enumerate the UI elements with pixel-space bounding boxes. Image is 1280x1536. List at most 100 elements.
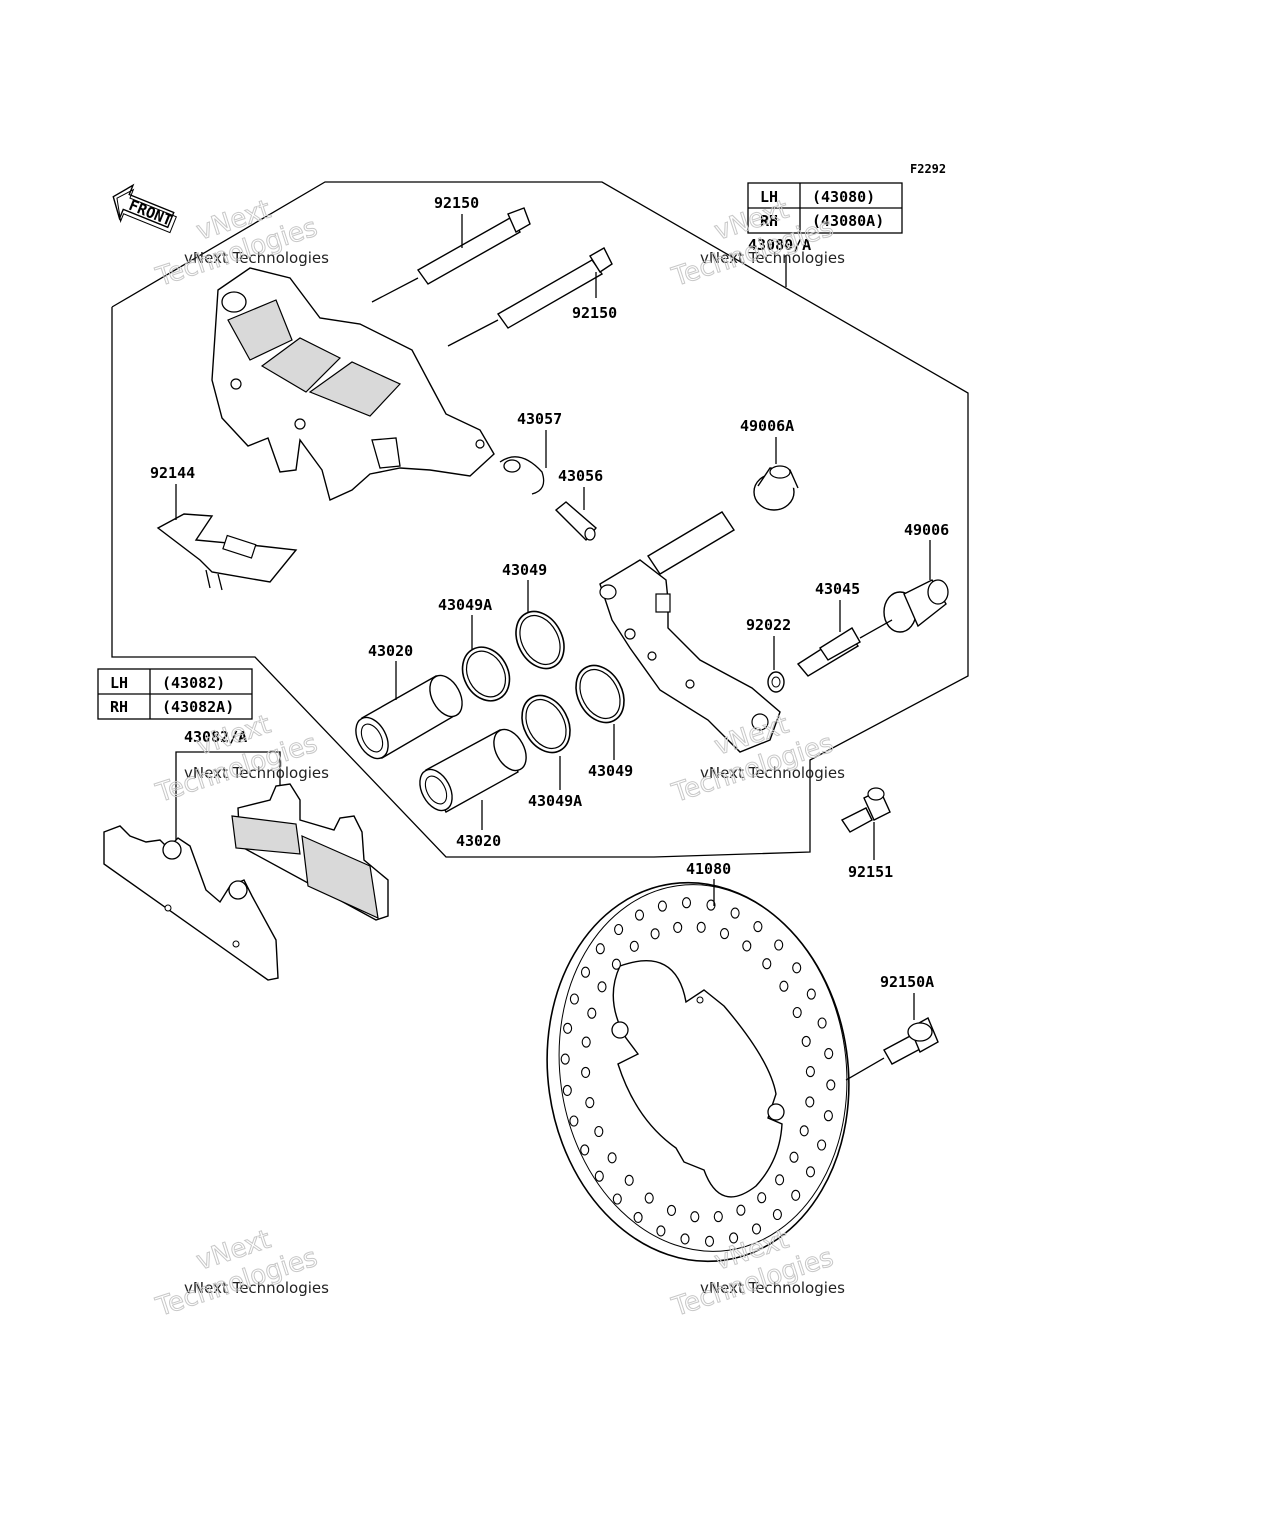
pad-table-part-rh: (43082A) xyxy=(162,698,234,716)
caliper-pin-92150-top xyxy=(371,207,531,303)
disc-hole xyxy=(594,1125,604,1138)
disc-hole xyxy=(569,993,579,1005)
disc-hole xyxy=(624,1174,634,1186)
disc-hole xyxy=(595,943,605,955)
watermark-bottom-left: vNext Technologies vNext Technologies xyxy=(151,1224,329,1323)
disc-hole xyxy=(673,921,683,933)
disc-holes xyxy=(560,897,836,1247)
disc-hole xyxy=(666,1204,677,1216)
label-92150A: 92150A xyxy=(880,973,934,991)
label-43057: 43057 xyxy=(517,410,562,428)
disc-hole xyxy=(581,1066,591,1078)
disc-hole xyxy=(690,1211,700,1223)
disc-hole xyxy=(826,1079,836,1091)
seal-43049A-bot xyxy=(521,694,571,754)
disc-hole xyxy=(791,1189,801,1201)
caliper-table-part-rh: (43080A) xyxy=(812,212,884,230)
pad-table-side-rh: RH xyxy=(110,698,128,716)
boot-49006A xyxy=(753,465,799,511)
boot-49006 xyxy=(883,579,949,633)
label-43020-top: 43020 xyxy=(368,642,413,660)
caliper-table-part-lh: (43080) xyxy=(812,188,875,206)
disc-hole xyxy=(823,1110,833,1122)
disc-hole xyxy=(772,1208,782,1221)
clip-43057 xyxy=(499,456,545,495)
brake-disc-41080 xyxy=(546,881,850,1263)
seal-43049-bot xyxy=(575,664,625,724)
disc-hole xyxy=(792,962,802,974)
disc-hole xyxy=(805,1066,815,1078)
pad-ref: 43082/A xyxy=(184,728,247,746)
caliper-table-side-lh: LH xyxy=(760,188,778,206)
caliper-pin-92150-mid xyxy=(447,247,613,347)
disc-hole xyxy=(681,897,692,909)
front-arrow-icon: FRONT xyxy=(112,183,177,234)
label-92022: 92022 xyxy=(746,616,791,634)
disc-hole xyxy=(594,1170,604,1182)
disc-hole xyxy=(806,988,816,1000)
disc-hole xyxy=(611,958,621,970)
label-43049-bot: 43049 xyxy=(588,762,633,780)
pad-table-part-lh: (43082) xyxy=(162,674,225,692)
washer-92022 xyxy=(767,671,785,693)
disc-hole xyxy=(580,966,591,978)
disc-hole xyxy=(563,1022,573,1034)
label-49006: 49006 xyxy=(904,521,949,539)
disc-hole xyxy=(729,1232,739,1244)
caliper-table-side-rh: RH xyxy=(760,212,778,230)
disc-hole xyxy=(587,1007,597,1019)
disc-bolt-92150A xyxy=(845,1017,939,1081)
disc-hole xyxy=(801,1035,811,1047)
label-92144: 92144 xyxy=(150,464,195,482)
caliper-body xyxy=(211,267,495,501)
disc-hole xyxy=(824,1048,834,1060)
disc-hole xyxy=(560,1053,570,1065)
disc-hole xyxy=(713,1211,723,1223)
disc-hole xyxy=(817,1139,827,1151)
svg-text:vNext Technologies: vNext Technologies xyxy=(184,249,329,267)
label-49006A: 49006A xyxy=(740,417,794,435)
disc-hole xyxy=(644,1192,654,1204)
pad-table-side-lh: LH xyxy=(110,674,128,692)
svg-text:vNext Technologies: vNext Technologies xyxy=(700,1279,845,1297)
figure-code: F2292 xyxy=(910,162,946,176)
disc-hole xyxy=(680,1233,690,1245)
disc-hole xyxy=(607,1152,617,1164)
disc-hole xyxy=(779,980,789,992)
disc-hole xyxy=(580,1144,590,1156)
disc-hole xyxy=(792,1006,802,1019)
piston-43020-top xyxy=(355,674,463,760)
disc-hole xyxy=(742,940,752,952)
svg-text:vNext Technologies: vNext Technologies xyxy=(700,764,845,782)
disc-hole xyxy=(614,923,624,936)
disc-hole xyxy=(633,1211,643,1223)
label-43056: 43056 xyxy=(558,467,603,485)
label-92150-mid: 92150 xyxy=(572,304,617,322)
watermark-mid-left: vNext Technologies vNext Technologies xyxy=(151,709,329,809)
pad-table: LH (43082) RH (43082A) xyxy=(97,668,253,720)
disc-hole xyxy=(562,1084,572,1096)
disc-hole xyxy=(774,939,784,951)
disc-hole xyxy=(706,899,716,911)
piston-43020-bot xyxy=(419,728,527,813)
svg-text:vNext Technologies: vNext Technologies xyxy=(184,764,329,782)
disc-hole xyxy=(650,928,660,940)
disc-hole xyxy=(757,1192,767,1204)
disc-hole xyxy=(736,1204,746,1216)
disc-hole xyxy=(805,1166,816,1178)
disc-hole xyxy=(612,1193,622,1205)
disc-hole xyxy=(817,1017,827,1029)
svg-text:vNext Technologies: vNext Technologies xyxy=(184,1279,329,1297)
disc-hole xyxy=(753,921,763,933)
label-43045: 43045 xyxy=(815,580,860,598)
label-43049A-bot: 43049A xyxy=(528,792,582,810)
caliper-assembly-ref: 43080/A xyxy=(748,236,811,254)
disc-hole xyxy=(656,1225,666,1237)
label-92150-top: 92150 xyxy=(434,194,479,212)
disc-hole xyxy=(634,909,645,921)
disc-hole xyxy=(597,981,607,993)
pad-spring-92144 xyxy=(156,513,298,591)
disc-hole xyxy=(719,928,730,940)
disc-hole xyxy=(581,1036,591,1048)
